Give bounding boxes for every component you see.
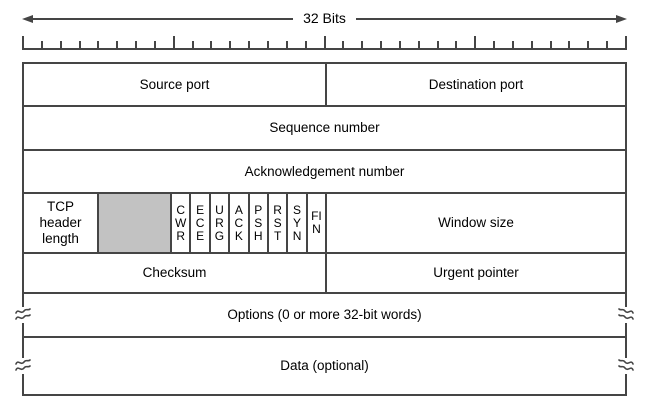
bits-width-arrow: 32 Bits [22,10,627,27]
row-acknowledgement-number: Acknowledgement number [24,151,625,194]
ruler-tick [342,41,345,48]
ruler-tick [266,41,269,48]
arrow-line [33,17,294,20]
section-break-icon [15,307,31,323]
ruler-tick [22,36,24,48]
flag-cwr-label: CWR [175,202,187,243]
ruler-tick [304,41,307,48]
ruler-tick [153,41,156,48]
flag-psh-label: PSH [253,202,263,243]
flag-fin: FIN [308,194,328,252]
row-checksum: Checksum Urgent pointer [24,254,625,294]
ruler-tick [116,41,119,48]
ruler-tick [380,41,383,48]
ruler-tick [248,41,251,48]
flag-psh: PSH [250,194,269,252]
ruler-tick [191,41,194,48]
ruler-tick [474,36,477,48]
section-break-icon [15,358,31,374]
row-data: Data (optional) [15,338,634,394]
row-options: Options (0 or more 32-bit words) [15,294,634,338]
ruler-tick [606,41,609,48]
flag-urg: URG [211,194,231,252]
section-break-icon [618,307,634,323]
ruler-tick [549,41,552,48]
ruler-tick [229,41,232,48]
bit-ruler [22,35,627,50]
field-sequence-number: Sequence number [269,120,380,135]
ruler-tick [78,41,81,48]
arrowhead-right-icon [616,14,627,23]
flag-fin-label: FIN [311,209,322,236]
field-source-port: Source port [24,64,327,105]
ruler-tick [436,41,439,48]
ruler-tick [493,41,496,48]
row-ports: Source port Destination port [24,64,625,107]
ruler-tick [135,41,138,48]
ruler-tick [511,41,514,48]
field-checksum: Checksum [24,254,327,292]
section-break-icon [618,358,634,374]
ruler-tick [587,41,590,48]
ruler-tick [568,41,571,48]
row-sequence-number: Sequence number [24,107,625,151]
row-flags: TCP header length CWR ECE URG ACK PSH RS… [24,194,625,254]
bits-width-label: 32 Bits [303,10,346,26]
flag-rst: RST [269,194,289,252]
ruler-tick [417,41,420,48]
flag-ack-label: ACK [234,202,244,243]
flag-ece-label: ECE [195,202,205,243]
arrowhead-left-icon [22,14,33,23]
ruler-tick [398,41,401,48]
field-options: Options (0 or more 32-bit words) [227,307,422,322]
flag-syn: SYN [288,194,308,252]
field-destination-port: Destination port [428,76,524,92]
field-urgent-pointer: Urgent pointer [433,265,519,280]
flag-urg-label: URG [214,202,225,243]
ruler-tick [625,36,627,48]
arrow-line [355,17,616,20]
field-data: Data (optional) [280,358,369,373]
flag-ack: ACK [230,194,250,252]
field-acknowledgement-number: Acknowledgement number [244,163,405,179]
ruler-tick [285,41,288,48]
flag-cwr: CWR [172,194,192,252]
field-window-size: Window size [438,215,514,230]
ruler-tick [455,41,458,48]
header-field-table: Source port Destination port Sequence nu… [15,62,634,396]
field-tcp-header-length: TCP header length [24,194,99,252]
ruler-tick [210,41,213,48]
flag-ece: ECE [191,194,211,252]
flag-syn-label: SYN [292,202,302,243]
ruler-tick [530,41,533,48]
ruler-tick [97,41,100,48]
ruler-tick [323,36,326,48]
flag-rst-label: RST [273,202,282,243]
ruler-tick [361,41,364,48]
ruler-tick [172,36,175,48]
ruler-tick [40,41,43,48]
field-reserved [99,194,172,252]
ruler-tick [59,41,62,48]
